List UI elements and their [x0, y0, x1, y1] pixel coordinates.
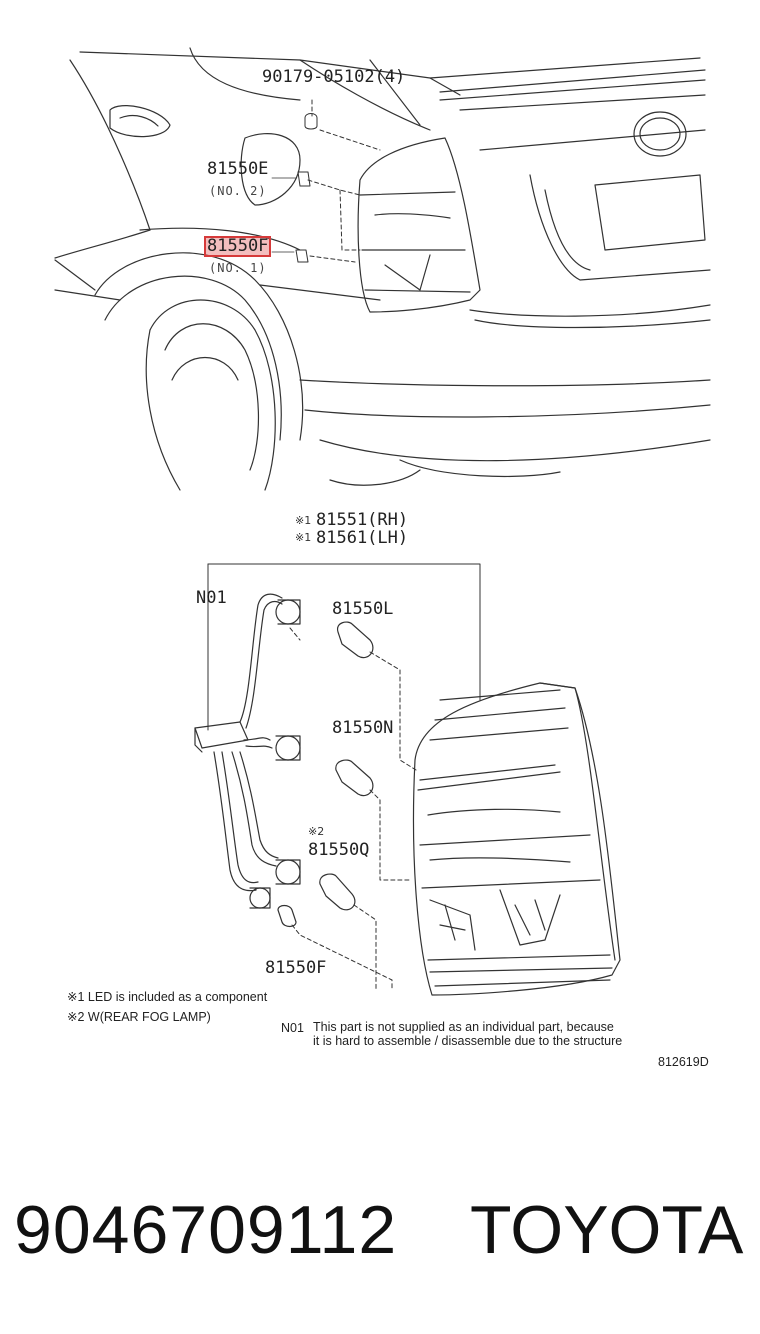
bulb-sockets: [249, 599, 301, 909]
note-rear-fog-lamp: ※2 W(REAR FOG LAMP): [67, 1010, 211, 1024]
clip-and-sockets: [271, 113, 318, 263]
n01-note-line-1: This part is not supplied as an individu…: [313, 1020, 614, 1034]
bulb-f-part-label: 81550F: [265, 958, 327, 978]
clip-part-label: 90179-05102(4): [262, 67, 406, 87]
socket-f-part-label-highlighted[interactable]: 81550F: [203, 236, 272, 257]
led-reference-mark-lh: ※1: [295, 531, 312, 544]
vehicle-body-outline: [54, 47, 711, 491]
bulb-l-part-label: 81550L: [332, 599, 394, 619]
note-led-component: ※1 LED is included as a component: [67, 990, 268, 1004]
wire-harness-label: N01: [196, 588, 227, 608]
n01-note-line-2: it is hard to assemble / disassemble due…: [313, 1034, 623, 1048]
socket-f-number: (NO. 1): [209, 261, 267, 275]
wire-harness: [194, 593, 283, 892]
vehicle-leader-lines: [307, 99, 381, 263]
tail-lamp-rh-part-label: 81551(RH): [316, 510, 409, 530]
exploded-parts-diagram: [54, 47, 711, 996]
bulb-q-part-label: 81550Q: [308, 840, 370, 860]
led-reference-mark-rh: ※1: [295, 514, 312, 527]
footer-brand-name: TOYOTA: [470, 1192, 744, 1268]
socket-e-part-label: 81550E: [207, 159, 269, 179]
footer-part-number: 9046709112: [14, 1192, 398, 1268]
n01-note-code: N01: [281, 1021, 304, 1035]
bulb-n-part-label: 81550N: [332, 718, 394, 738]
bulbs: [277, 621, 374, 928]
bulb-leader-lines: [289, 627, 417, 991]
tail-lamp-assembly: [412, 682, 621, 996]
socket-e-number: (NO. 2): [209, 184, 267, 198]
diagram-id: 812619D: [658, 1055, 709, 1069]
tail-lamp-lh-part-label: 81561(LH): [316, 528, 409, 548]
fog-lamp-reference-mark: ※2: [308, 825, 325, 838]
